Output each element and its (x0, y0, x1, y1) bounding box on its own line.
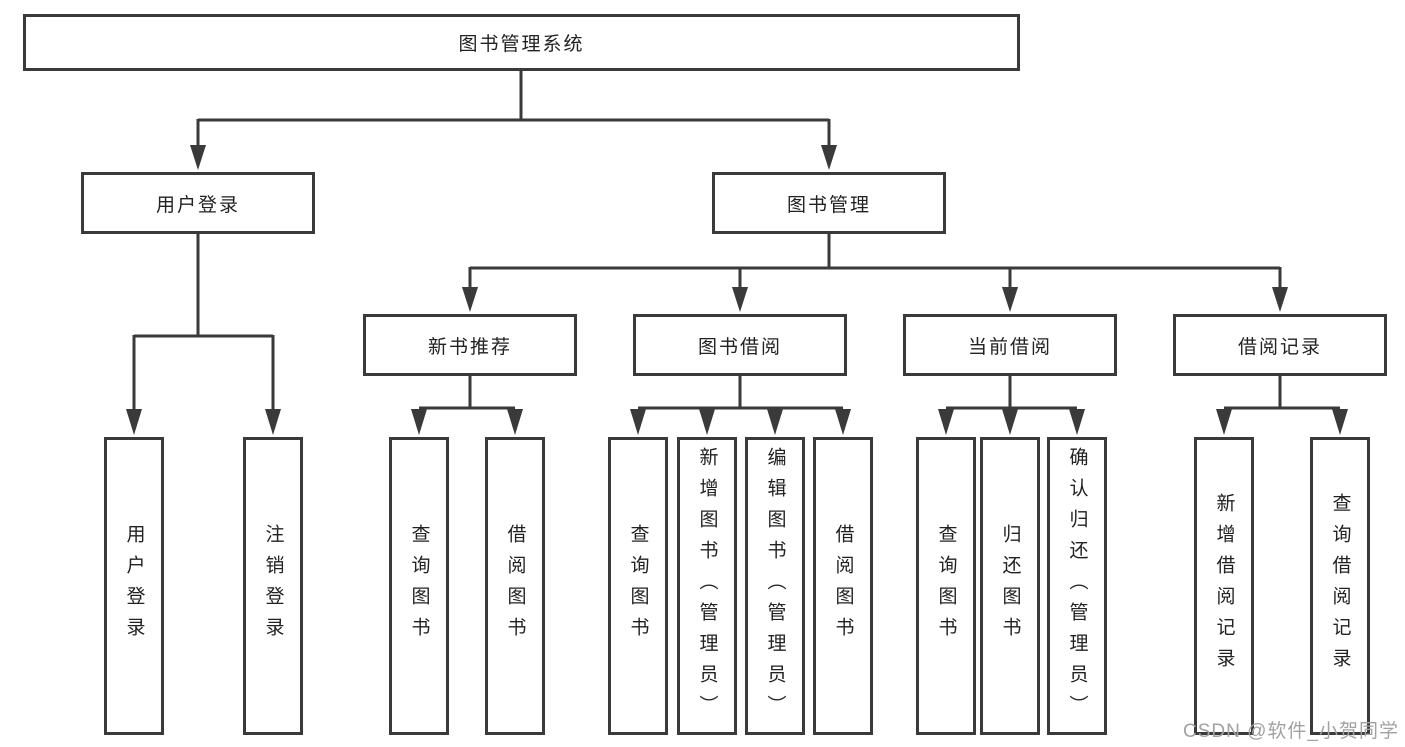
leaf-query-book-2-label: 查询图书 (627, 524, 649, 648)
leaf-user-login-label: 用户登录 (123, 524, 145, 648)
leaf-borrow-book-2: 借阅图书 (813, 437, 873, 735)
arrowheads-newbookrec-leaves (411, 409, 523, 435)
arrowheads-currentborrow-leaves (938, 409, 1085, 435)
node-new-book-recommend: 新书推荐 (363, 314, 577, 376)
leaf-query-borrow-record-label: 查询借阅记录 (1329, 493, 1351, 679)
leaf-query-book-3: 查询图书 (916, 437, 976, 735)
node-borrow-records: 借阅记录 (1173, 314, 1387, 376)
connector-userlogin-to-leaves (132, 233, 275, 411)
arrowheads-userlogin-leaves (126, 409, 281, 435)
leaf-query-book-1: 查询图书 (389, 437, 449, 735)
leaf-query-book-1-label: 查询图书 (408, 524, 430, 648)
leaf-edit-book-admin: 编辑图书（管理员） (745, 437, 805, 735)
connector-borrowrecord-to-leaves (1224, 376, 1340, 410)
leaf-user-login: 用户登录 (104, 437, 164, 735)
node-book-management: 图书管理 (712, 172, 946, 234)
leaf-logout-label: 注销登录 (262, 524, 284, 648)
leaf-add-book-admin: 新增图书（管理员） (677, 437, 737, 735)
arrowheads-bookborrow-leaves (630, 409, 851, 435)
leaf-borrow-book-1-label: 借阅图书 (504, 524, 526, 648)
leaf-return-book-label: 归还图书 (999, 524, 1021, 648)
leaf-add-book-admin-label: 新增图书（管理员） (696, 446, 718, 726)
leaf-borrow-book-2-label: 借阅图书 (832, 524, 854, 648)
leaf-add-borrow-record-label: 新增借阅记录 (1213, 493, 1235, 679)
leaf-return-book: 归还图书 (980, 437, 1040, 735)
leaf-edit-book-admin-label: 编辑图书（管理员） (764, 446, 786, 726)
leaf-query-book-2: 查询图书 (608, 437, 668, 735)
arrowheads-level2 (190, 145, 837, 170)
leaf-add-borrow-record: 新增借阅记录 (1194, 437, 1254, 735)
connector-bookborrow-to-leaves (638, 376, 843, 410)
node-library-system: 图书管理系统 (23, 14, 1020, 71)
leaf-logout: 注销登录 (243, 437, 303, 735)
leaf-confirm-return-admin-label: 确认归还（管理员） (1066, 446, 1088, 726)
arrowheads-level3 (462, 287, 1288, 312)
connector-root-to-level2 (196, 70, 831, 148)
connector-currentborrow-to-leaves (946, 376, 1077, 410)
leaf-borrow-book-1: 借阅图书 (485, 437, 545, 735)
leaf-query-borrow-record: 查询借阅记录 (1310, 437, 1370, 735)
connector-bookmgmt-to-level3 (468, 233, 1282, 289)
leaf-query-book-3-label: 查询图书 (935, 524, 957, 648)
node-current-borrow: 当前借阅 (903, 314, 1117, 376)
node-user-login: 用户登录 (81, 172, 315, 234)
leaf-confirm-return-admin: 确认归还（管理员） (1047, 437, 1107, 735)
node-book-borrow: 图书借阅 (633, 314, 847, 376)
csdn-watermark: CSDN @软件_小贺同学 (1183, 721, 1399, 742)
connector-newbookrec-to-leaves (419, 376, 515, 410)
arrowheads-borrowrecord-leaves (1216, 409, 1348, 435)
